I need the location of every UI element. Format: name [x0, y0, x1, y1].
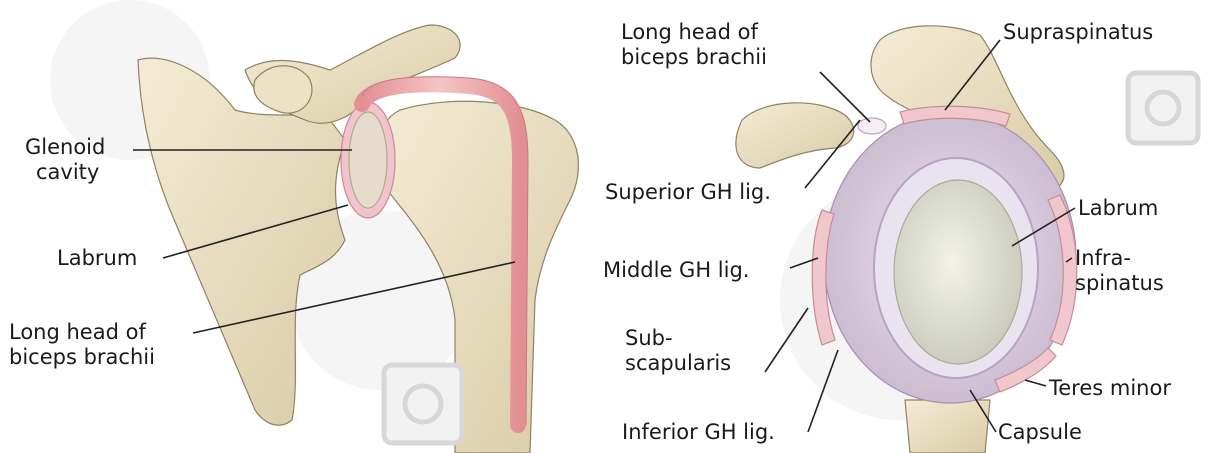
label-labrum-left: Labrum	[57, 246, 137, 271]
label-subscapularis: Sub- scapularis	[625, 326, 731, 376]
label-long-head-right-line2: biceps brachii	[621, 45, 767, 70]
coracoid-right	[736, 103, 854, 168]
label-subscapularis-line2: scapularis	[625, 351, 731, 376]
label-long-head-left-line2: biceps brachii	[9, 345, 155, 370]
humerus-shaft	[905, 400, 990, 453]
label-superior-gh: Superior GH lig.	[605, 180, 771, 205]
label-subscapularis-line1: Sub-	[625, 326, 731, 351]
label-supraspinatus: Supraspinatus	[1003, 20, 1153, 45]
label-labrum-right: Labrum	[1078, 196, 1158, 221]
right-shoulder-illustration	[736, 26, 1077, 453]
label-inferior-gh: Inferior GH lig.	[622, 420, 775, 445]
label-infraspinatus-line2: spinatus	[1075, 271, 1164, 296]
label-capsule: Capsule	[998, 420, 1082, 445]
label-middle-gh: Middle GH lig.	[603, 258, 749, 283]
label-glenoid-line2: cavity	[25, 160, 105, 185]
label-long-head-left-line1: Long head of	[9, 320, 155, 345]
biceps-origin	[858, 118, 886, 134]
glenoid-cavity-right	[894, 180, 1022, 364]
label-long-head-right-line1: Long head of	[621, 20, 767, 45]
coracoid	[254, 66, 312, 113]
label-infraspinatus: Infra- spinatus	[1075, 246, 1164, 296]
label-teres-minor: Teres minor	[1049, 376, 1171, 401]
label-glenoid-line1: Glenoid	[25, 135, 105, 160]
label-glenoid-cavity: Glenoid cavity	[25, 135, 105, 185]
label-long-head-left: Long head of biceps brachii	[9, 320, 155, 370]
label-long-head-right: Long head of biceps brachii	[621, 20, 767, 70]
glenoid-cavity	[349, 112, 387, 208]
label-infraspinatus-line1: Infra-	[1075, 246, 1164, 271]
